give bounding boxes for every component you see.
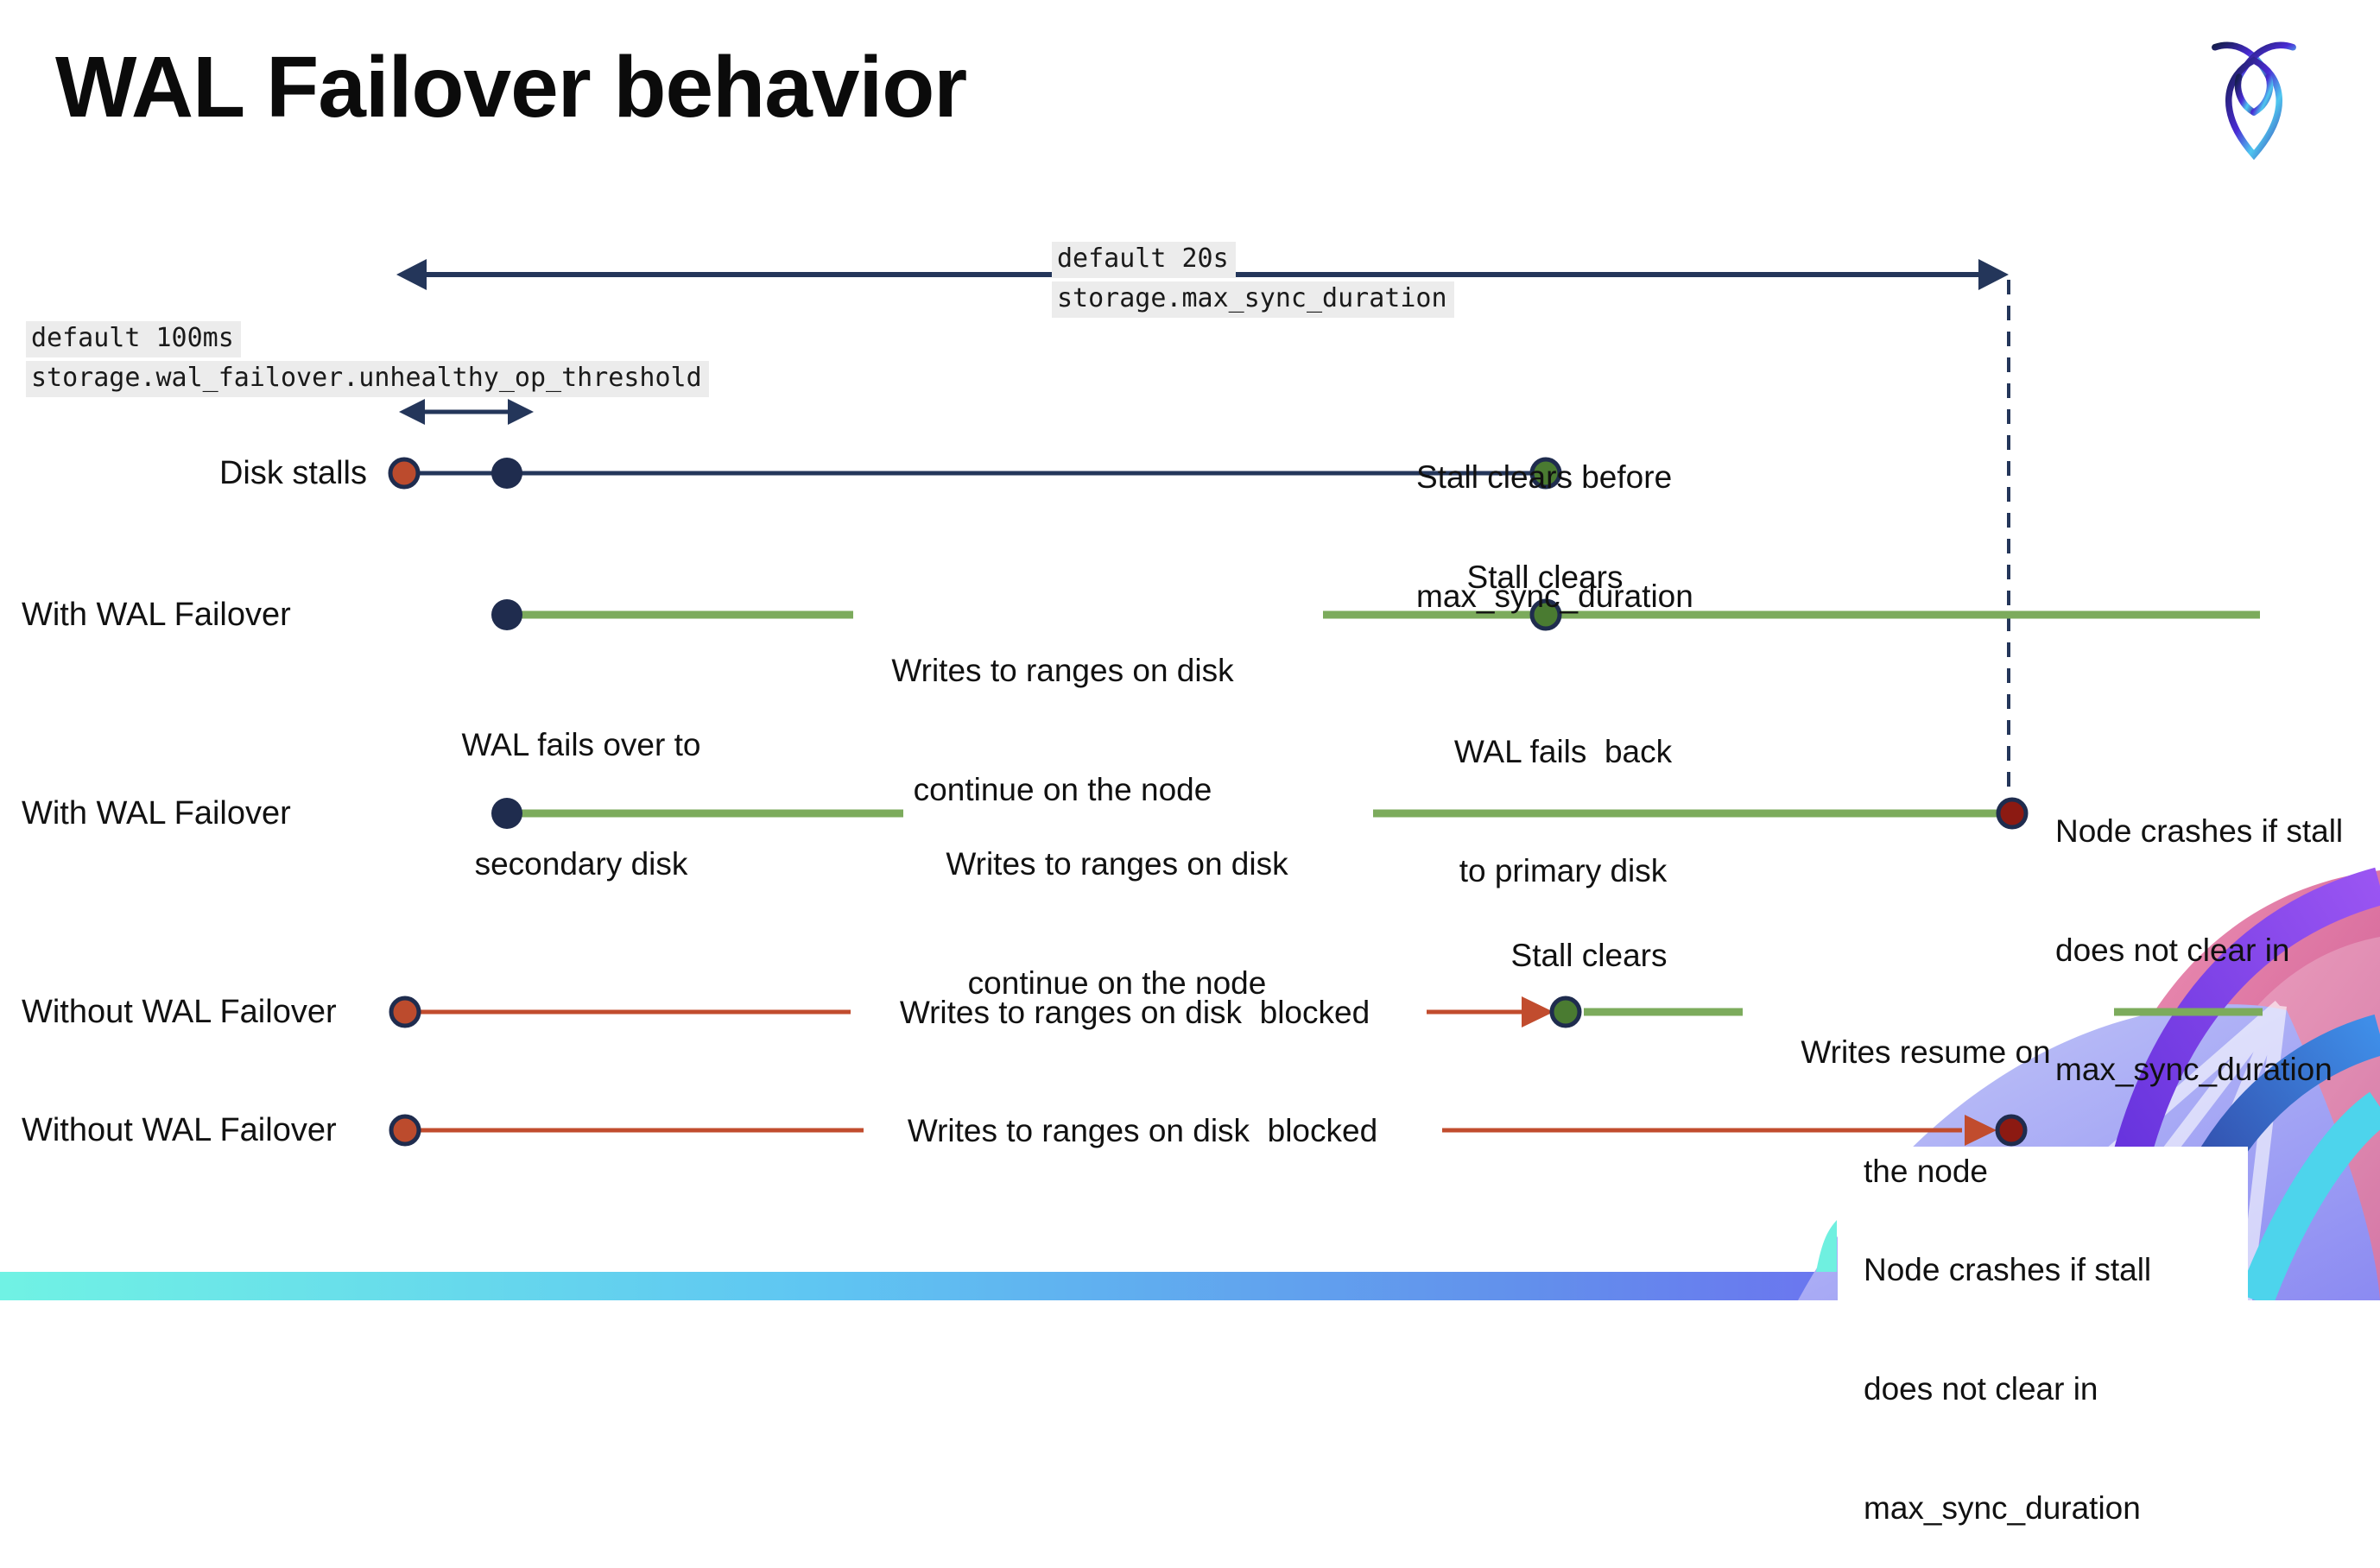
node-crash-dot-row3 <box>1996 797 2029 830</box>
arrowhead-right-icon <box>1978 259 2009 290</box>
threshold-dot-row1 <box>491 458 522 489</box>
note-wal-fails-over: WAL fails over to secondary disk <box>461 727 701 882</box>
max-sync-default-chip: default 20s <box>1052 242 1236 278</box>
threshold-setting-chip: storage.wal_failover.unhealthy_op_thresh… <box>26 361 709 397</box>
row4-red-arrowhead-icon <box>1522 996 1554 1027</box>
note-wal-fails-back: WAL fails back to primary disk <box>1453 734 1673 888</box>
note-node-crash-row5: Node crashes if stall does not clear in … <box>1864 1252 2152 1526</box>
max-sync-setting-chip: storage.max_sync_duration <box>1052 281 1454 318</box>
note-writes-blocked-row4: Writes to ranges on disk blocked <box>899 995 1370 1030</box>
note-stall-clears-row2: Stall clears <box>1466 560 1624 595</box>
note-writes-blocked-row5: Writes to ranges on disk blocked <box>907 1113 1378 1148</box>
row-label-with-wal-1: With WAL Failover <box>22 597 291 633</box>
row-label-disk-stalls: Disk stalls <box>218 455 367 491</box>
note-writes-continue-row2: Writes to ranges on disk continue on the… <box>891 653 1234 807</box>
disk-stall-dot-row4 <box>389 996 421 1028</box>
note-writes-continue-row3: Writes to ranges on disk continue on the… <box>946 846 1288 1001</box>
failover-dot-row2 <box>491 599 522 630</box>
disk-stall-dot-row5 <box>389 1114 421 1147</box>
disk-stall-start-dot <box>388 457 421 490</box>
stall-clears-dot-row4 <box>1549 996 1582 1028</box>
row-label-without-wal-1: Without WAL Failover <box>22 994 337 1030</box>
cockroachdb-logo-icon <box>2212 41 2296 161</box>
note-node-crash-row3: Node crashes if stall does not clear in … <box>2055 813 2344 1087</box>
note-writes-resume: Writes resume on the node <box>1801 1034 2051 1189</box>
row-label-without-wal-2: Without WAL Failover <box>22 1112 337 1148</box>
unhealthy-op-threshold-arrow <box>399 399 534 425</box>
crash-note-card <box>1838 1147 2248 1300</box>
page-title: WAL Failover behavior <box>55 39 967 136</box>
row-label-with-wal-2: With WAL Failover <box>22 795 291 831</box>
unhealthy-op-threshold-note: default 100ms storage.wal_failover.unhea… <box>26 321 709 401</box>
arrowhead-left-icon <box>396 259 427 290</box>
note-stall-clears-row4: Stall clears <box>1510 938 1668 973</box>
note-stall-clears-before: Stall clears before max_sync_duration <box>1416 459 1693 614</box>
threshold-default-chip: default 100ms <box>26 321 241 357</box>
art-aqua-sliver <box>1816 1220 1837 1272</box>
max-sync-duration-note: default 20s storage.max_sync_duration <box>1052 242 1454 321</box>
art-cyan-arc <box>2238 1091 2380 1300</box>
